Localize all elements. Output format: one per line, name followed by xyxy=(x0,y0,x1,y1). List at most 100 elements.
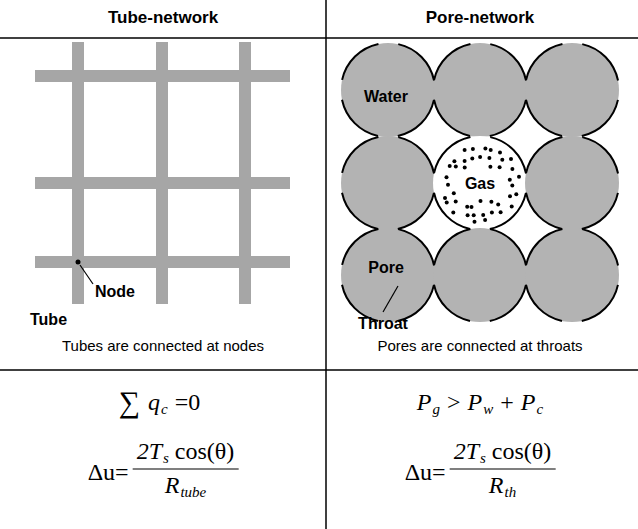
equation: Pg > Pw + Pc xyxy=(417,389,543,416)
gas-dot xyxy=(514,192,518,196)
part-name: Throat xyxy=(358,315,408,333)
equation: Δu= 2Ts cos(θ) Rth xyxy=(405,438,556,507)
phase-label: Water xyxy=(364,88,408,106)
caption-text: Tubes are connected at nodes xyxy=(62,338,264,355)
pore-outline xyxy=(525,228,619,322)
gas-dot xyxy=(445,175,449,179)
equation-term: ∑ xyxy=(119,385,140,419)
gas-pore xyxy=(433,136,527,230)
equation-term: c xyxy=(161,401,168,418)
pore-outline xyxy=(341,43,435,137)
pore-outline xyxy=(433,228,527,322)
tube-grid xyxy=(35,42,290,304)
gas-dot xyxy=(489,148,493,152)
gas-dot xyxy=(452,159,456,163)
gas-dot xyxy=(510,184,514,188)
node-dot xyxy=(76,260,81,265)
equation-term: Δu= xyxy=(88,459,129,486)
gas-dot xyxy=(479,199,483,203)
equation-term: s xyxy=(480,450,486,467)
equation-term: 2T xyxy=(454,438,479,465)
water-pore xyxy=(433,43,527,137)
divider-line xyxy=(0,37,638,39)
water-pore xyxy=(525,43,619,137)
equation-term: 2T xyxy=(137,438,162,465)
gas-dot xyxy=(471,147,475,151)
gas-dot xyxy=(499,210,503,214)
gas-dot xyxy=(496,203,500,207)
column-heading: Pore-network xyxy=(426,9,535,28)
pore-outline xyxy=(341,136,435,230)
divider-line xyxy=(325,0,327,529)
gas-dot xyxy=(473,220,477,224)
water-pore xyxy=(341,136,435,230)
gas-dot xyxy=(463,148,467,152)
equation-term: P xyxy=(417,389,432,416)
gas-dot xyxy=(478,155,482,159)
equation-term: > xyxy=(447,389,461,416)
gas-dot xyxy=(465,205,469,209)
fraction: 2Ts cos(θ) Rth xyxy=(450,438,556,507)
equation-term: P xyxy=(468,389,483,416)
equation-term: q xyxy=(148,389,160,416)
water-pore xyxy=(341,43,435,137)
water-pore xyxy=(341,228,435,322)
equation-term: g xyxy=(433,401,441,418)
denominator: Rth xyxy=(485,470,520,507)
gas-dot xyxy=(443,196,447,200)
pore-outline xyxy=(525,136,619,230)
gas-dot xyxy=(509,157,513,161)
gas-dot xyxy=(510,167,514,171)
equation-term: P xyxy=(521,389,536,416)
equation-term: th xyxy=(504,484,516,501)
gas-dot xyxy=(517,175,521,179)
gas-dot xyxy=(463,166,467,170)
part-name: Tube xyxy=(30,311,67,329)
gas-dot xyxy=(454,200,458,204)
gas-dot xyxy=(463,159,467,163)
equation-term: Δu= xyxy=(405,459,446,486)
equation-term: cos(θ) xyxy=(492,438,551,465)
equation-term: cos(θ) xyxy=(175,438,234,465)
gas-dot xyxy=(498,151,502,155)
column-heading: Tube-network xyxy=(108,9,218,28)
gas-dot xyxy=(483,147,487,151)
pore-outline xyxy=(433,43,527,137)
equation-term: R xyxy=(489,472,504,499)
gas-dot xyxy=(498,165,502,169)
gas-dot xyxy=(452,191,456,195)
gas-dot xyxy=(500,158,504,162)
equation-term: c xyxy=(536,401,543,418)
gas-dot xyxy=(451,211,455,215)
equation-term: w xyxy=(483,401,493,418)
water-pore xyxy=(433,228,527,322)
gas-dot xyxy=(508,178,512,182)
equation: Δu=2Tscos(θ)Rtube xyxy=(88,438,239,507)
equation-term: + xyxy=(500,389,514,416)
numerator: 2Ts cos(θ) xyxy=(450,438,556,470)
equation-term: R xyxy=(165,472,180,499)
fraction: 2Tscos(θ)Rtube xyxy=(133,438,239,507)
gas-dot xyxy=(445,200,449,204)
equation-term: =0 xyxy=(175,389,201,416)
equation: ∑ qc =0 xyxy=(119,385,208,419)
equation-term: s xyxy=(163,450,169,467)
divider-line xyxy=(0,369,638,371)
pore-outline xyxy=(525,43,619,137)
gas-dot xyxy=(487,156,491,160)
gas-dot xyxy=(510,205,514,209)
pore-network xyxy=(341,43,619,322)
gas-dot xyxy=(488,165,492,169)
pore-outline xyxy=(433,136,527,230)
gas-dot xyxy=(470,156,474,160)
gas-dot xyxy=(490,211,494,215)
gas-dot xyxy=(483,218,487,222)
gas-dot xyxy=(466,213,470,217)
leader-line xyxy=(80,265,93,284)
gas-dot xyxy=(446,183,450,187)
numerator: 2Ts cos(θ) xyxy=(133,438,239,470)
gas-dot xyxy=(470,205,474,209)
part-name: Pore xyxy=(368,259,404,277)
gas-dot xyxy=(454,164,458,168)
gas-dot xyxy=(508,194,512,198)
